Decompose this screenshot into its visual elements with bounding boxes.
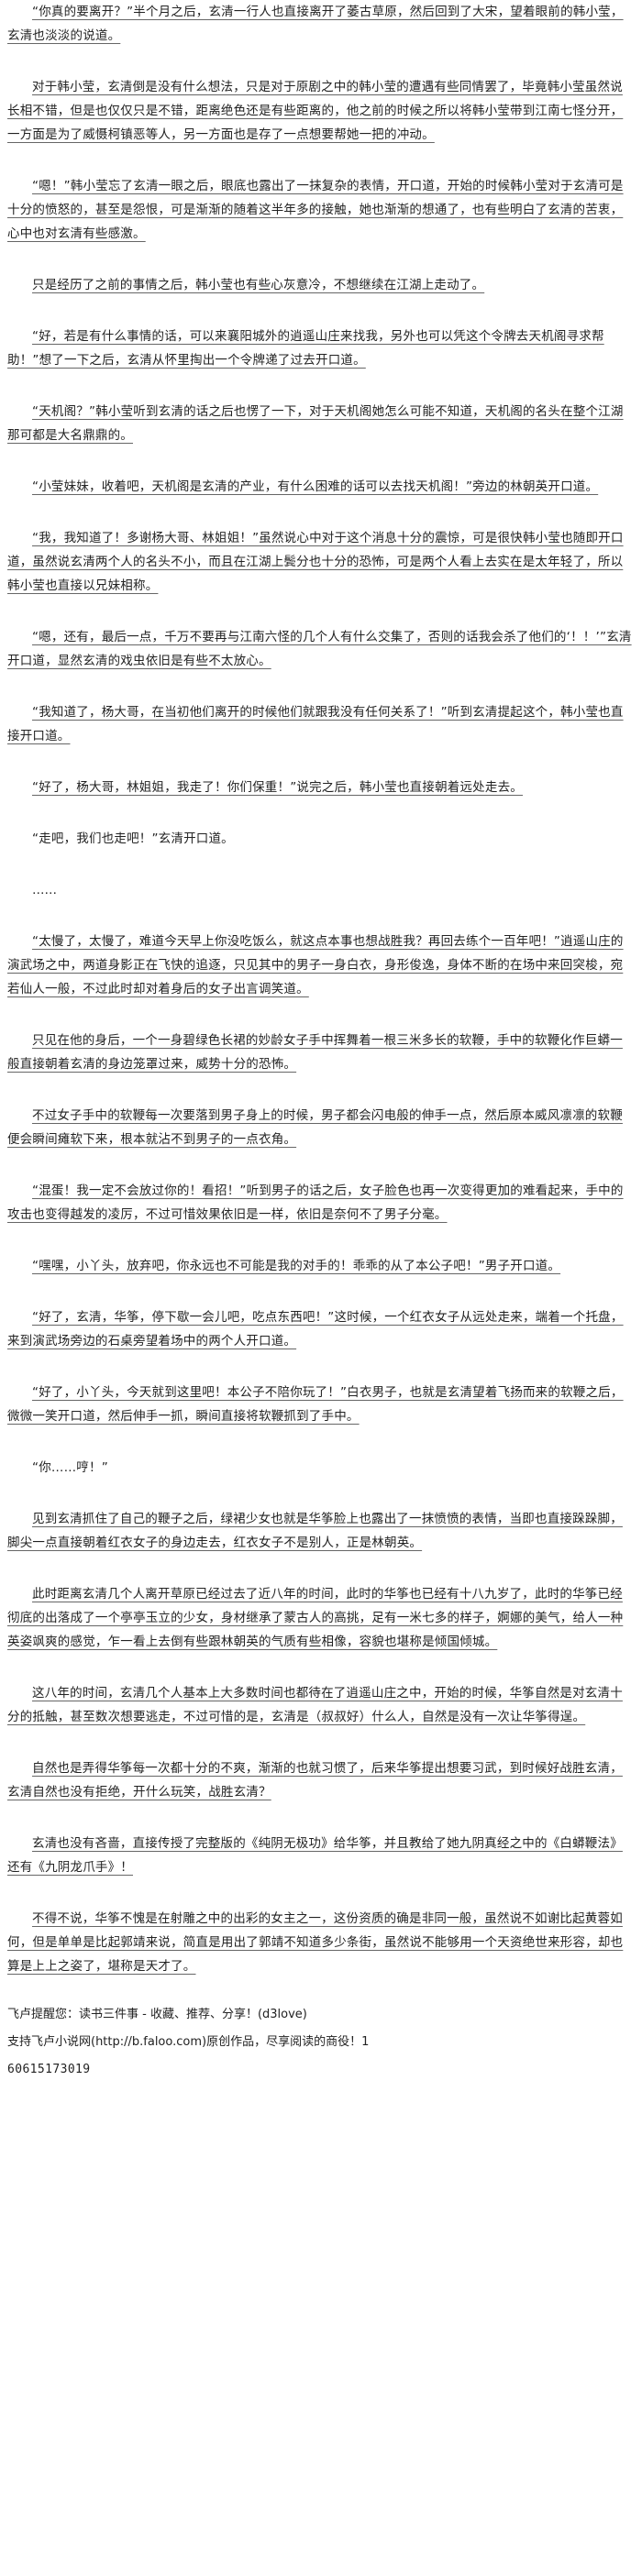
paragraph: “你……哼！” xyxy=(32,1460,108,1475)
paragraph: “混蛋！我一定不会放过你的！看招！”听到男子的话之后，女子脸色也再一次变得更加的… xyxy=(7,1183,624,1222)
paragraph: “走吧，我们也走吧！”玄清开口道。 xyxy=(32,831,234,846)
paragraph: 不过女子手中的软鞭每一次要落到男子身上的时候，男子都会闪电般的伸手一点，然后原本… xyxy=(7,1108,623,1147)
paragraph: 不得不说，华筝不愧是在射雕之中的出彩的女主之一，这份资质的确是非同一般，虽然说不… xyxy=(7,1911,624,1974)
paragraph: “我知道了，杨大哥，在当初他们离开的时候他们就跟我没有任何关系了！”听到玄清提起… xyxy=(7,705,624,743)
scene-break: …… xyxy=(32,883,57,897)
paragraph: 自然也是弄得华筝每一次都十分的不爽，渐渐的也就习惯了，后来华筝提出想要习武，到时… xyxy=(7,1761,623,1800)
paragraph: “好了，小丫头，今天就到这里吧！本公子不陪你玩了！”白衣男子，也就是玄清望着飞扬… xyxy=(7,1385,624,1424)
paragraph: 见到玄清抓住了自己的鞭子之后，绿裙少女也就是华筝脸上也露出了一抹愤愤的表情，当即… xyxy=(7,1512,623,1550)
paragraph: “嗯，还有，最后一点，千万不要再与江南六怪的几个人有什么交集了，否则的话我会杀了… xyxy=(7,630,632,668)
paragraph: “嗯！”韩小莹忘了玄清一眼之后，眼底也露出了一抹复杂的表情，开口道，开始的时候韩… xyxy=(7,179,624,241)
paragraph: 对于韩小莹，玄清倒是没有什么想法，只是对于原剧之中的韩小莹的遭遇有些同情罢了，毕… xyxy=(7,80,624,142)
paragraph: “你真的要离开？”半个月之后，玄清一行人也直接离开了萎古草原，然后回到了大宋，望… xyxy=(7,5,624,43)
paragraph: 这八年的时间，玄清几个人基本上大多数时间也都待在了逍遥山庄之中，开始的时候，华筝… xyxy=(7,1686,623,1724)
paragraph: “好了，玄清，华筝，停下歇一会儿吧，吃点东西吧！”这时候，一个红衣女子从远处走来… xyxy=(7,1310,624,1349)
paragraph: 只是经历了之前的事情之后，韩小莹也有些心灰意冷，不想继续在江湖上走动了。 xyxy=(32,278,485,292)
paragraph: “小莹妹妹，收着吧，天机阁是玄清的产业，有什么困难的话可以去找天机阁！”旁边的林… xyxy=(32,479,599,494)
paragraph: 玄清也没有吝啬，直接传授了完整版的《纯阴无极功》给华筝，并且教给了她九阴真经之中… xyxy=(7,1836,623,1875)
paragraph: “好了，杨大哥，林姐姐，我走了！你们保重！”说完之后，韩小莹也直接朝着远处走去。 xyxy=(32,780,523,795)
footer-id: 60615173019 xyxy=(7,2063,91,2076)
paragraph: “我，我知道了！多谢杨大哥、林姐姐！”虽然说心中对于这个消息十分的震惊，可是很快… xyxy=(7,531,624,593)
paragraph-list: “你真的要离开？”半个月之后，玄清一行人也直接离开了萎古草原，然后回到了大宋，望… xyxy=(7,0,635,1978)
paragraph: “太慢了，太慢了，难道今天早上你没吃饭么，就这点本事也想战胜我？再回去练个一百年… xyxy=(7,934,624,996)
paragraph: 只见在他的身后，一个一身碧绿色长裙的妙龄女子手中挥舞着一根三米多长的软鞭，手中的… xyxy=(7,1033,623,1072)
paragraph: 此时距离玄清几个人离开草原已经过去了近八年的时间，此时的华筝也已经有十八九岁了，… xyxy=(7,1587,624,1649)
footer-support: 支持飞卢小说网(http://b.faloo.com)原创作品，尽享阅读的商役！… xyxy=(7,2035,370,2049)
footer-reminder: 飞卢提醒您：读书三件事 - 收藏、推荐、分享！(d3love) xyxy=(7,2008,307,2021)
paragraph: “天机阁？”韩小莹听到玄清的话之后也愣了一下，对于天机阁她怎么可能不知道，天机阁… xyxy=(7,404,624,443)
paragraph: “嘿嘿，小丫头，放弃吧，你永远也不可能是我的对手的！乖乖的从了本公子吧！”男子开… xyxy=(32,1259,561,1273)
paragraph: “好，若是有什么事情的话，可以来襄阳城外的逍遥山庄来找我，另外也可以凭这个令牌去… xyxy=(7,329,604,368)
